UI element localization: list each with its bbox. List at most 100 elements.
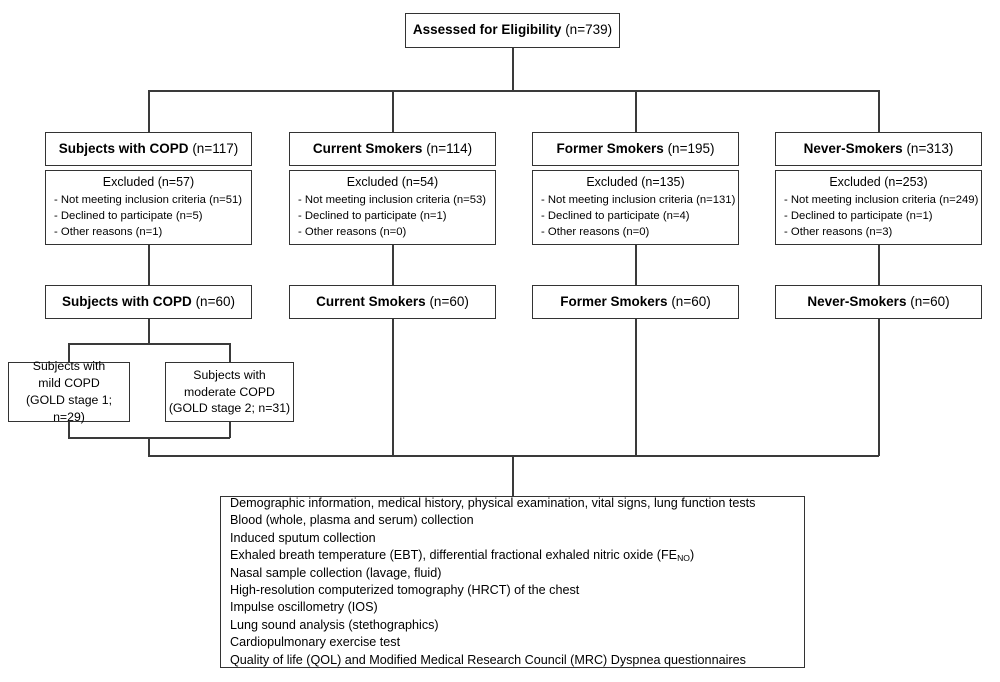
procedure-item: Demographic information, medical history… [230, 495, 804, 512]
severity-label-mild: Subjects with mild COPD (GOLD stage 1; n… [9, 358, 129, 426]
excluded-reasons-copd: - Not meeting inclusion criteria (n=51) … [46, 192, 251, 240]
excluded-box-current: Excluded (n=54) - Not meeting inclusion … [289, 170, 496, 245]
severity-line: Subjects with [32, 359, 106, 374]
procedure-text: Lung sound analysis (stethographics) [230, 617, 439, 632]
screened-name-never: Never-Smokers [803, 140, 903, 156]
severity-line: (GOLD stage 2; n=31) [168, 401, 291, 416]
procedure-text: Induced sputum collection [230, 530, 376, 545]
enrolled-box-never: Never-Smokers (n=60) [775, 285, 982, 319]
enrolled-label-never: Never-Smokers (n=60) [807, 294, 949, 310]
connector-drop-mild [68, 343, 70, 363]
severity-line: mild COPD [38, 376, 100, 391]
connector-enrolled-down-never [878, 319, 880, 456]
screened-name-former: Former Smokers [556, 140, 664, 156]
procedure-text: Quality of life (QOL) and Modified Medic… [230, 652, 746, 667]
enrolled-name-copd: Subjects with COPD [62, 293, 192, 309]
enrolled-name-former: Former Smokers [560, 293, 668, 309]
procedure-text: High-resolution computerized tomography … [230, 583, 580, 597]
procedure-text-tail: ) [689, 548, 695, 563]
procedure-item: Induced sputum collection [230, 530, 804, 547]
procedure-item: Exhaled breath temperature (EBT), differ… [230, 547, 804, 564]
enrolled-name-current: Current Smokers [316, 293, 426, 309]
procedure-text: Cardiopulmonary exercise test [230, 635, 401, 650]
procedures-list: Demographic information, medical history… [221, 495, 804, 669]
procedure-item: High-resolution computerized tomography … [230, 582, 804, 599]
procedure-text: Blood (whole, plasma and serum) collecti… [230, 513, 474, 528]
excluded-title-copd: Excluded (n=57) [102, 174, 195, 189]
severity-line: moderate COPD [184, 384, 275, 399]
screened-count-current: (n=114) [422, 140, 473, 156]
screened-name-copd: Subjects with COPD [58, 140, 189, 156]
connector-drop-copd [148, 90, 150, 132]
procedure-text: Exhaled breath temperature (EBT), differ… [230, 548, 678, 563]
excluded-reasons-former: - Not meeting inclusion criteria (n=131)… [533, 192, 738, 240]
connector-excluded-to-enrolled-never [878, 245, 880, 285]
connector-copd-split-stem [148, 319, 150, 344]
connector-copd-merge-stem [148, 437, 150, 456]
excluded-box-former: Excluded (n=135) - Not meeting inclusion… [532, 170, 739, 245]
assessed-for-eligibility-box: Assessed for Eligibility (n=739) [405, 13, 620, 48]
severity-box-mild: Subjects with mild COPD (GOLD stage 1; n… [8, 359, 130, 424]
screened-box-never: Never-Smokers (n=313) [775, 132, 982, 166]
procedure-item: Quality of life (QOL) and Modified Medic… [230, 652, 804, 669]
excluded-reason: - Declined to participate (n=1) [298, 210, 447, 223]
connector-excluded-to-enrolled-former [635, 245, 637, 285]
enrolled-count-never: (n=60) [906, 293, 950, 309]
excluded-reason: - Not meeting inclusion criteria (n=249) [784, 194, 979, 207]
excluded-reasons-never: - Not meeting inclusion criteria (n=249)… [776, 192, 981, 240]
enrolled-label-current: Current Smokers (n=60) [316, 294, 469, 310]
excluded-reason: - Not meeting inclusion criteria (n=53) [298, 194, 487, 207]
screened-label-current: Current Smokers (n=114) [313, 141, 472, 157]
connector-rise-mild [68, 422, 70, 438]
procedure-item: Nasal sample collection (lavage, fluid) [230, 565, 804, 582]
connector-excluded-to-enrolled-copd [148, 245, 150, 285]
connector-rise-moderate [229, 422, 231, 438]
procedure-item: Impulse oscillometry (IOS) [230, 599, 804, 616]
severity-label-moderate: Subjects with moderate COPD (GOLD stage … [169, 367, 290, 418]
excluded-title-former: Excluded (n=135) [586, 174, 685, 189]
severity-line: (GOLD stage 1; n=29) [25, 393, 113, 424]
enrolled-label-former: Former Smokers (n=60) [560, 294, 710, 310]
severity-box-moderate: Subjects with moderate COPD (GOLD stage … [165, 362, 294, 422]
screened-label-never: Never-Smokers (n=313) [804, 141, 954, 157]
procedure-item: Lung sound analysis (stethographics) [230, 617, 804, 634]
excluded-box-never: Excluded (n=253) - Not meeting inclusion… [775, 170, 982, 245]
connector-copd-split-bar [68, 343, 230, 345]
excluded-reason: - Other reasons (n=0) [541, 226, 650, 239]
excluded-title-never: Excluded (n=253) [829, 174, 928, 189]
excluded-title-current: Excluded (n=54) [346, 174, 439, 189]
assessed-for-eligibility-count: (n=739) [561, 22, 613, 38]
enrolled-count-current: (n=60) [425, 293, 469, 309]
excluded-reason: - Declined to participate (n=4) [541, 210, 690, 223]
connector-drop-never [878, 90, 880, 132]
screened-name-current: Current Smokers [312, 140, 423, 156]
connector-collection-stem [512, 455, 514, 496]
excluded-reason: - Not meeting inclusion criteria (n=51) [54, 194, 243, 207]
enrolled-box-former: Former Smokers (n=60) [532, 285, 739, 319]
enrolled-box-current: Current Smokers (n=60) [289, 285, 496, 319]
procedure-text: Impulse oscillometry (IOS) [230, 600, 378, 615]
connector-drop-current [392, 90, 394, 132]
screened-count-never: (n=313) [902, 140, 954, 156]
enrolled-count-copd: (n=60) [191, 293, 235, 309]
procedure-item: Blood (whole, plasma and serum) collecti… [230, 512, 804, 529]
screened-box-copd: Subjects with COPD (n=117) [45, 132, 252, 166]
enrolled-name-never: Never-Smokers [807, 293, 907, 309]
excluded-reason: - Not meeting inclusion criteria (n=131) [541, 194, 736, 207]
screened-box-current: Current Smokers (n=114) [289, 132, 496, 166]
connector-enrolled-down-current [392, 319, 394, 456]
excluded-reason: - Other reasons (n=3) [784, 226, 893, 239]
connector-distribution-bar [148, 90, 879, 92]
excluded-reason: - Declined to participate (n=1) [784, 210, 933, 223]
screened-label-copd: Subjects with COPD (n=117) [59, 141, 238, 157]
procedure-text: Demographic information, medical history… [230, 495, 756, 510]
assessed-for-eligibility-title: Assessed for Eligibility [412, 22, 562, 38]
enrolled-label-copd: Subjects with COPD (n=60) [62, 294, 235, 310]
excluded-reason: - Other reasons (n=0) [298, 226, 407, 239]
screened-count-copd: (n=117) [188, 140, 239, 156]
enrolled-count-former: (n=60) [667, 293, 711, 309]
enrolled-box-copd: Subjects with COPD (n=60) [45, 285, 252, 319]
procedure-item: Cardiopulmonary exercise test [230, 634, 804, 651]
connector-enrolled-down-former [635, 319, 637, 456]
